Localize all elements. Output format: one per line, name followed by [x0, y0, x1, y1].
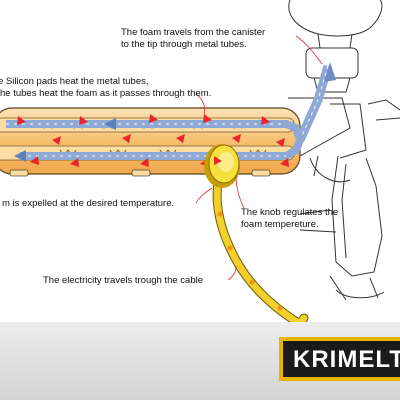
annotation-knob-line1: The knob regulates the: [241, 207, 339, 218]
annotation-silicon-pads-line1: e Silicon pads heat the metal tubes,: [0, 76, 149, 87]
callout-pointers: [195, 35, 323, 281]
electric-cable: [213, 178, 308, 329]
feed-metal-tube: [295, 64, 333, 142]
annotation-foam-travel-line1: The foam travels from the canister: [121, 27, 266, 38]
inner-metal-tube: [6, 120, 304, 160]
annotation-expelled: m is expelled at the desired temperature…: [2, 198, 175, 209]
annotation-silicon-pads-line2: he tubes heat the foam as it passes thro…: [0, 88, 212, 99]
brand-logo: KRIMELT: [279, 337, 400, 381]
nozzle-arrow-icon: [14, 150, 26, 162]
heat-arrows: [17, 114, 289, 167]
temperature-knob: [204, 144, 240, 188]
inner-tube-flow: [6, 123, 286, 157]
footer-band: KRIMELT: [0, 322, 400, 400]
annotation-foam-travel-line2: to the tip through metal tubes.: [121, 39, 247, 50]
feed-tube-flow: [299, 65, 329, 141]
cable-current-dots: [217, 211, 283, 311]
feed-arrow-icon: [324, 62, 336, 82]
pad-clips: [9, 169, 271, 177]
annotation-knob-line2: foam tempereture.: [241, 219, 319, 230]
annotation-electricity: The electricity travels trough the cable: [43, 275, 203, 286]
brand-logo-text: KRIMELT: [293, 346, 400, 373]
flow-arrow-icon: [104, 118, 116, 130]
